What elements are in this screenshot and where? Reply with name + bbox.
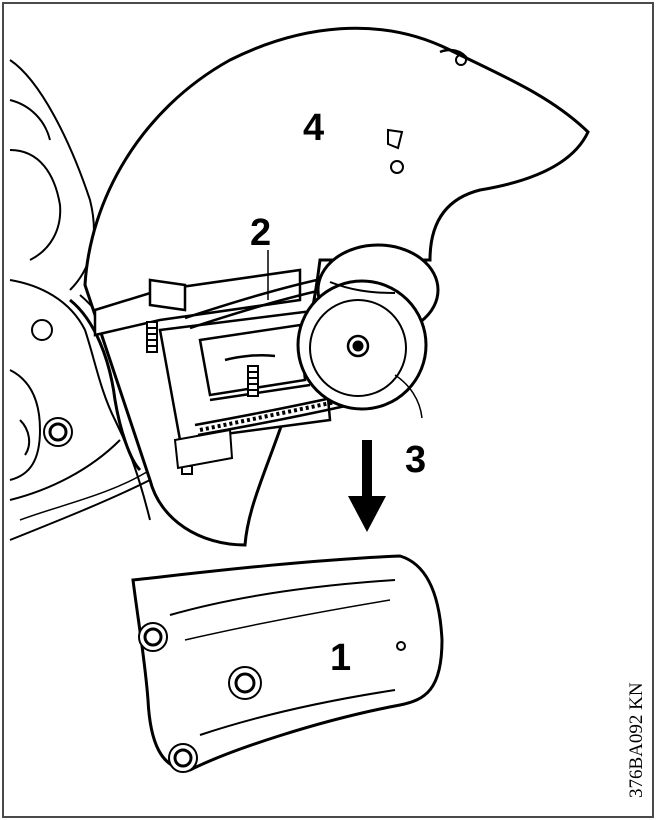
belt-cover bbox=[131, 554, 444, 772]
callout-cover: 1 bbox=[330, 637, 351, 679]
mounting-studs bbox=[146, 321, 259, 475]
callout-pulley: 3 bbox=[405, 439, 426, 481]
callout-guard: 4 bbox=[303, 107, 324, 149]
cover-details bbox=[138, 579, 406, 773]
guard-details bbox=[387, 48, 470, 174]
down-arrow-icon bbox=[348, 440, 386, 532]
leader-lines bbox=[267, 250, 423, 419]
belt-pulley bbox=[296, 243, 440, 411]
callout-belt: 2 bbox=[250, 212, 271, 254]
reference-code: 376BA092 KN bbox=[626, 682, 647, 798]
